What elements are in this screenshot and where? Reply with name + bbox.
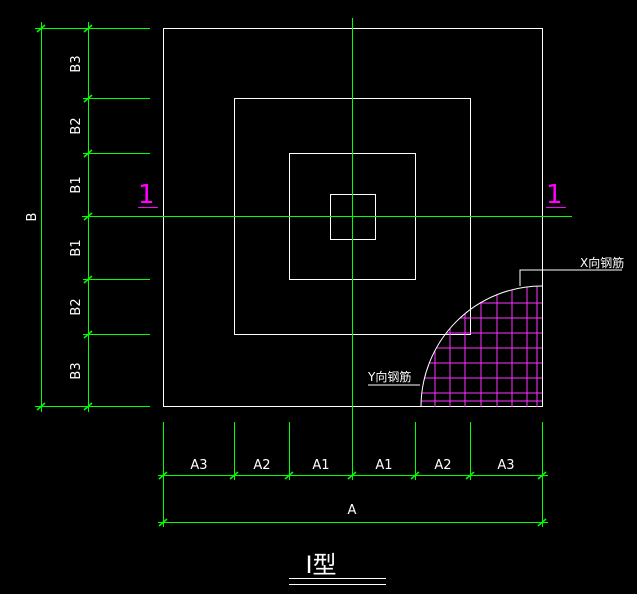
rebar-detail bbox=[420, 285, 543, 408]
dim-label-b2-bottom: B2 bbox=[69, 298, 84, 315]
x-rebar-callout: X向钢筋 bbox=[519, 255, 624, 286]
dim-label-b-total: B bbox=[25, 213, 40, 222]
dim-label-b3-top: B3 bbox=[69, 55, 84, 72]
dim-label-a2-right: A2 bbox=[434, 458, 451, 473]
dim-label-b3-bottom: B3 bbox=[69, 362, 84, 379]
dim-label-a1-right: A1 bbox=[375, 458, 392, 473]
dim-label-b1-top: B1 bbox=[69, 176, 84, 193]
y-rebar-callout: Y向钢筋 bbox=[367, 369, 420, 386]
y-rebar-label: Y向钢筋 bbox=[367, 369, 411, 384]
dim-label-a3-left: A3 bbox=[190, 458, 207, 473]
bottom-dimensions bbox=[158, 422, 548, 527]
dim-label-b1-bottom: B1 bbox=[69, 239, 84, 256]
dim-label-a2-left: A2 bbox=[253, 458, 270, 473]
section-mark-right: 1 bbox=[546, 180, 566, 210]
drawing-title: I型 bbox=[305, 551, 336, 579]
dim-label-a-total: A bbox=[348, 503, 357, 518]
section-mark-left: 1 bbox=[138, 180, 158, 210]
rebar-section-arc bbox=[420, 285, 543, 408]
left-dimensions bbox=[35, 22, 150, 412]
drawing-title-block: I型 bbox=[289, 551, 386, 585]
dim-label-b2-top: B2 bbox=[69, 117, 84, 134]
x-rebar-label: X向钢筋 bbox=[580, 255, 624, 270]
section-label-right: 1 bbox=[546, 180, 563, 210]
section-label-left: 1 bbox=[138, 180, 155, 210]
dim-label-a3-right: A3 bbox=[497, 458, 514, 473]
dim-label-a1-left: A1 bbox=[312, 458, 329, 473]
